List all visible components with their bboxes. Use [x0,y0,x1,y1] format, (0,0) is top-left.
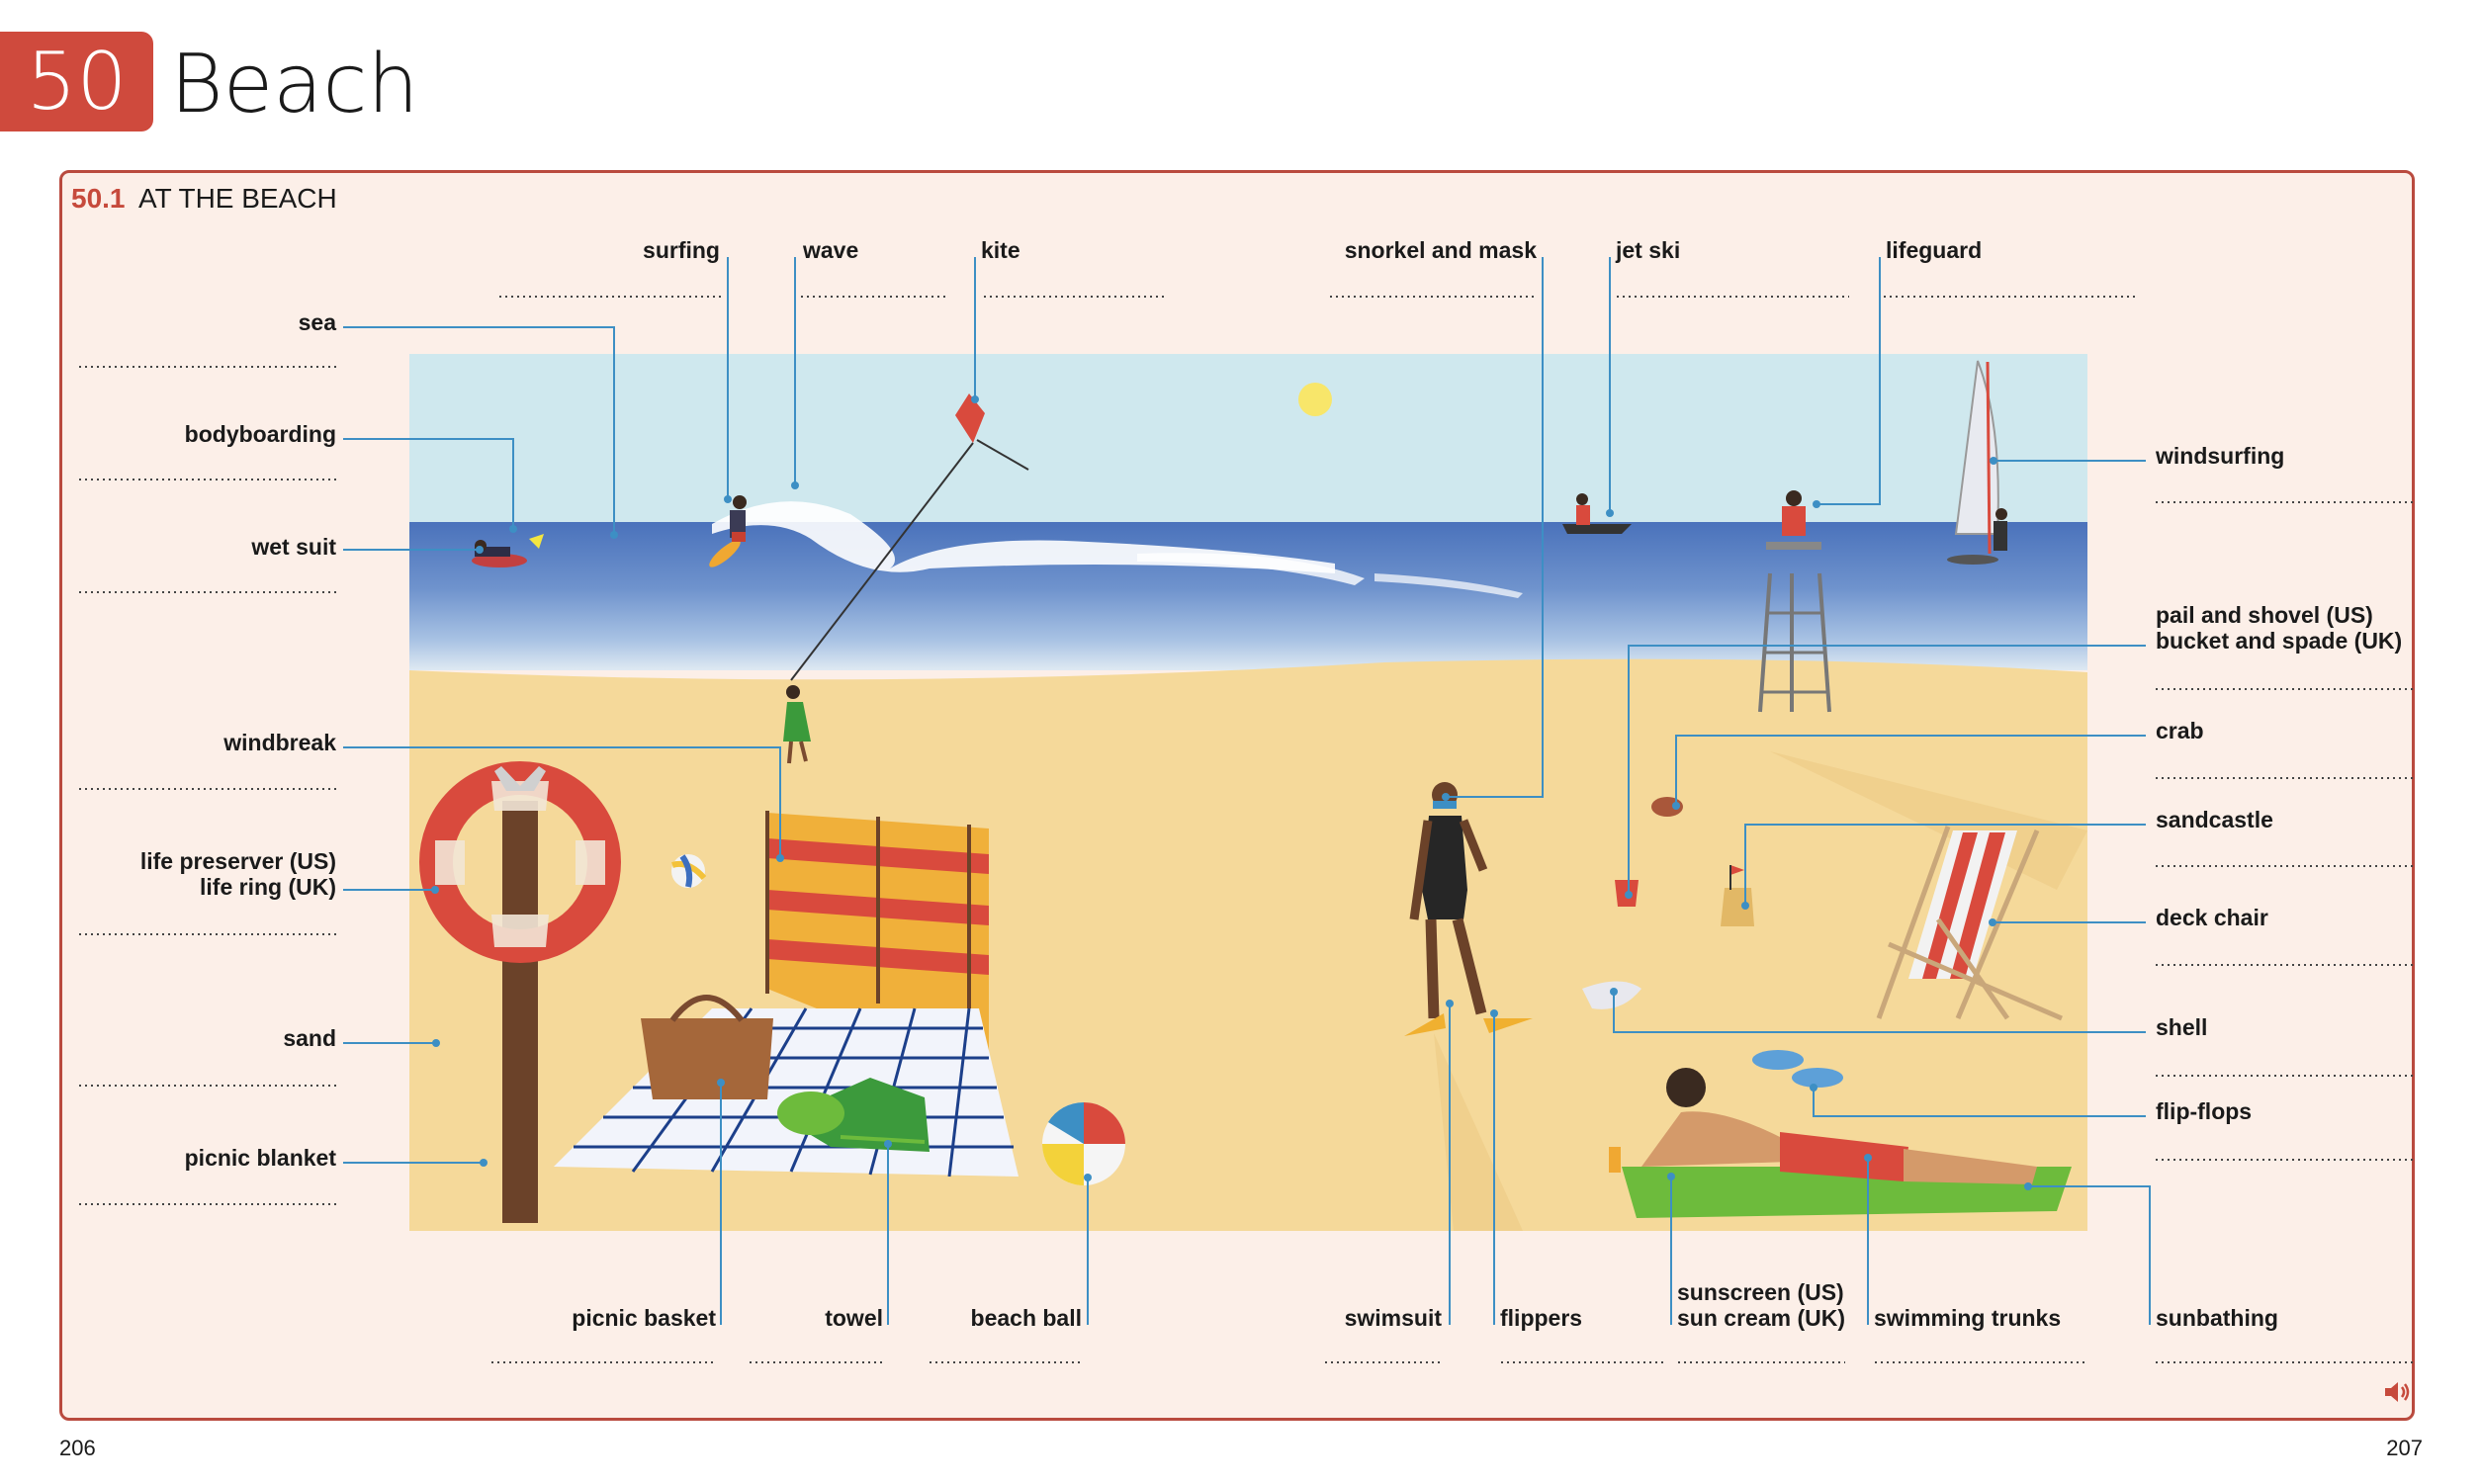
label-sea: sea [298,309,336,335]
label-sunbathing: sunbathing [2156,1305,2278,1331]
page-number-right: 207 [2386,1436,2423,1460]
label-sunscreen: sunscreen (US) [1677,1279,1844,1305]
label-picnic-blanket: picnic blanket [184,1145,336,1171]
label-towel: towel [825,1305,883,1331]
speaker-icon[interactable] [2383,1379,2413,1405]
unit-number: 50 [26,36,128,128]
label-lifeguard: lifeguard [1886,237,1983,263]
label-pail-and-shovel: pail and shovel (US) [2156,602,2373,628]
unit-tab [0,32,153,131]
label-bodyboarding: bodyboarding [184,421,336,447]
label-deck-chair: deck chair [2156,905,2268,930]
label-life-ring: life ring (UK) [200,874,336,900]
page-number-left: 206 [59,1436,96,1460]
label-life-preserver: life preserver (US) [139,848,336,874]
section-number: 50.1 [71,183,126,214]
label-crab: crab [2156,718,2204,743]
label-sandcastle: sandcastle [2156,807,2273,832]
label-flip-flops: flip-flops [2156,1098,2253,1124]
label-swimming-trunks: swimming trunks [1874,1305,2062,1331]
label-shell: shell [2156,1014,2208,1040]
leader-lines [343,257,2151,1325]
label-jet-ski: jet ski [1616,237,1681,263]
label-beach-ball: beach ball [970,1305,1082,1331]
label-snorkel-and-mask: snorkel and mask [1344,237,1537,263]
label-surfing: surfing [643,237,720,263]
label-flippers: flippers [1500,1305,1583,1331]
label-kite: kite [981,237,1020,263]
label-wet-suit: wet suit [251,534,336,560]
label-windsurfing: windsurfing [2156,443,2285,469]
label-picnic-basket: picnic basket [572,1305,716,1331]
answer-lines [79,296,2413,1363]
label-swimsuit: swimsuit [1344,1305,1442,1331]
unit-title: Beach [170,38,419,131]
label-bucket-and-spade: bucket and spade (UK) [2156,628,2403,654]
label-sand: sand [283,1025,336,1051]
label-wave: wave [803,237,859,263]
label-sun-cream: sun cream (UK) [1677,1305,1845,1331]
section-title: AT THE BEACH [138,183,337,214]
label-windbreak: windbreak [223,730,336,755]
